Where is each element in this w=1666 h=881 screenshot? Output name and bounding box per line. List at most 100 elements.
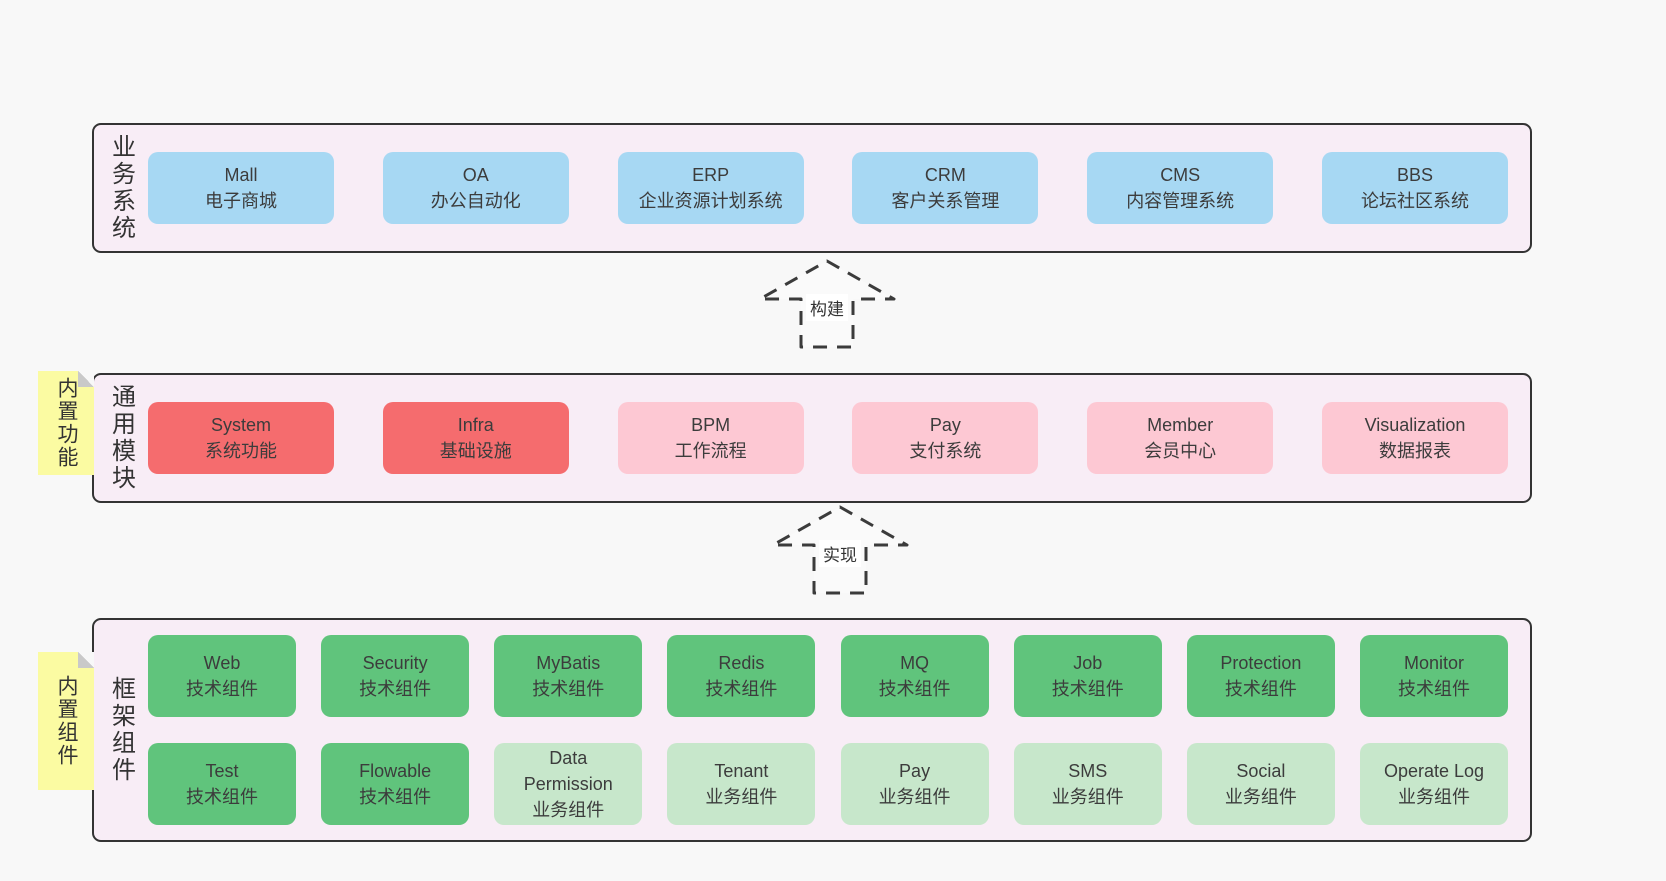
module-subtitle: 业务组件	[1224, 787, 1297, 807]
sticky-note-builtin-features: 内置功能	[38, 371, 94, 475]
band-label-common-modules: 通用模块	[107, 384, 135, 492]
module-title: MQ	[900, 653, 930, 673]
band-label-business-systems: 业务系统	[107, 134, 135, 242]
module-subtitle: 系统功能	[205, 441, 277, 461]
module-subtitle: 电子商城	[205, 191, 277, 211]
module-title: ERP	[692, 165, 730, 185]
module-title: BBS	[1396, 165, 1433, 185]
module-subtitle: 技术组件	[186, 787, 258, 807]
module-box-protection: Protection 技术组件	[1186, 635, 1335, 717]
module-box-job: Job 技术组件	[1013, 635, 1162, 717]
module-subtitle: 技术组件	[186, 679, 258, 699]
module-box-web: Web 技术组件	[148, 635, 296, 717]
module-box-tenant: Tenant 业务组件	[667, 743, 816, 825]
module-subtitle: 业务组件	[532, 800, 605, 820]
module-subtitle: 业务组件	[705, 787, 778, 807]
module-box-crm: CRM 客户关系管理	[852, 152, 1039, 224]
module-title: Tenant	[714, 761, 769, 781]
folded-corner-icon	[78, 652, 94, 668]
module-subtitle: 业务组件	[878, 787, 951, 807]
arrow-build: 构建	[757, 258, 897, 350]
module-title: Flowable	[359, 761, 432, 781]
module-subtitle: 论坛社区系统	[1360, 191, 1469, 211]
module-box-test: Test 技术组件	[148, 743, 296, 825]
module-box-sms: SMS 业务组件	[1013, 743, 1162, 825]
module-title: CMS	[1160, 165, 1201, 185]
module-box-security: Security 技术组件	[321, 635, 470, 717]
band-label-framework-components: 框架组件	[107, 676, 135, 784]
module-subtitle: 技术组件	[1397, 679, 1470, 699]
module-box-cms: CMS 内容管理系统	[1087, 152, 1274, 224]
sticky-label-builtin-components: 内置组件	[55, 675, 78, 767]
module-box-redis: Redis 技术组件	[667, 635, 816, 717]
module-row: System 系统功能 Infra 基础设施 BPM 工作流程 Pay 支付系统 Member 会…	[148, 402, 1508, 474]
band-common-modules: 通用模块 System 系统功能 Infra 基础设施 BPM 工作流程 Pay 支付系统 Me…	[92, 373, 1532, 503]
arrow-implement: 实现	[770, 504, 910, 596]
module-subtitle: 技术组件	[359, 679, 432, 699]
module-subtitle: 会员中心	[1144, 441, 1217, 461]
module-box-mybatis: MyBatis 技术组件	[494, 635, 643, 717]
module-subtitle: 技术组件	[359, 787, 432, 807]
module-box-pay: Pay 支付系统	[852, 402, 1039, 474]
module-subtitle: 内容管理系统	[1126, 191, 1235, 211]
band-boxes-common: System 系统功能 Infra 基础设施 BPM 工作流程 Pay 支付系统 Member 会…	[148, 375, 1530, 501]
module-subtitle: 业务组件	[1397, 787, 1470, 807]
arrow-implement-label: 实现	[819, 540, 861, 567]
module-title: Test	[205, 761, 239, 781]
module-title: Web	[203, 653, 241, 673]
module-title: Pay	[929, 415, 961, 435]
module-title: Data Permission	[523, 748, 613, 794]
module-title: MyBatis	[536, 653, 601, 673]
module-subtitle: 技术组件	[532, 679, 605, 699]
module-subtitle: 技术组件	[1051, 679, 1124, 699]
module-subtitle: 支付系统	[909, 441, 982, 461]
module-box-bpm: BPM 工作流程	[617, 402, 804, 474]
module-subtitle: 企业资源计划系统	[638, 191, 783, 211]
module-box-data-permission: Data Permission 业务组件	[494, 743, 643, 825]
module-title: Monitor	[1403, 653, 1464, 673]
module-subtitle: 数据报表	[1378, 441, 1451, 461]
module-title: Security	[362, 653, 428, 673]
module-subtitle: 技术组件	[878, 679, 951, 699]
module-title: Redis	[718, 653, 765, 673]
module-subtitle: 办公自动化	[430, 191, 521, 211]
module-title: Job	[1073, 653, 1103, 673]
module-box-infra: Infra 基础设施	[382, 402, 569, 474]
module-box-flowable: Flowable 技术组件	[321, 743, 470, 825]
module-box-bbs: BBS 论坛社区系统	[1321, 152, 1508, 224]
module-subtitle: 技术组件	[1224, 679, 1297, 699]
module-title: Mall	[224, 165, 258, 185]
module-subtitle: 技术组件	[705, 679, 778, 699]
module-box-pay: Pay 业务组件	[840, 743, 989, 825]
module-box-system: System 系统功能	[148, 402, 334, 474]
module-title: Infra	[457, 415, 494, 435]
module-title: Protection	[1220, 653, 1302, 673]
module-box-erp: ERP 企业资源计划系统	[617, 152, 804, 224]
module-title: BPM	[691, 415, 731, 435]
sticky-label-builtin-features: 内置功能	[55, 377, 78, 469]
module-subtitle: 客户关系管理	[891, 191, 1000, 211]
module-subtitle: 工作流程	[674, 441, 747, 461]
sticky-note-builtin-components: 内置组件	[38, 652, 94, 790]
module-box-mq: MQ 技术组件	[840, 635, 989, 717]
module-title: CRM	[924, 165, 966, 185]
module-subtitle: 基础设施	[439, 441, 512, 461]
module-title: Member	[1147, 415, 1214, 435]
module-title: SMS	[1068, 761, 1108, 781]
module-title: System	[210, 415, 271, 435]
folded-corner-icon	[78, 371, 94, 387]
module-subtitle: 业务组件	[1051, 787, 1124, 807]
module-title: Pay	[899, 761, 931, 781]
